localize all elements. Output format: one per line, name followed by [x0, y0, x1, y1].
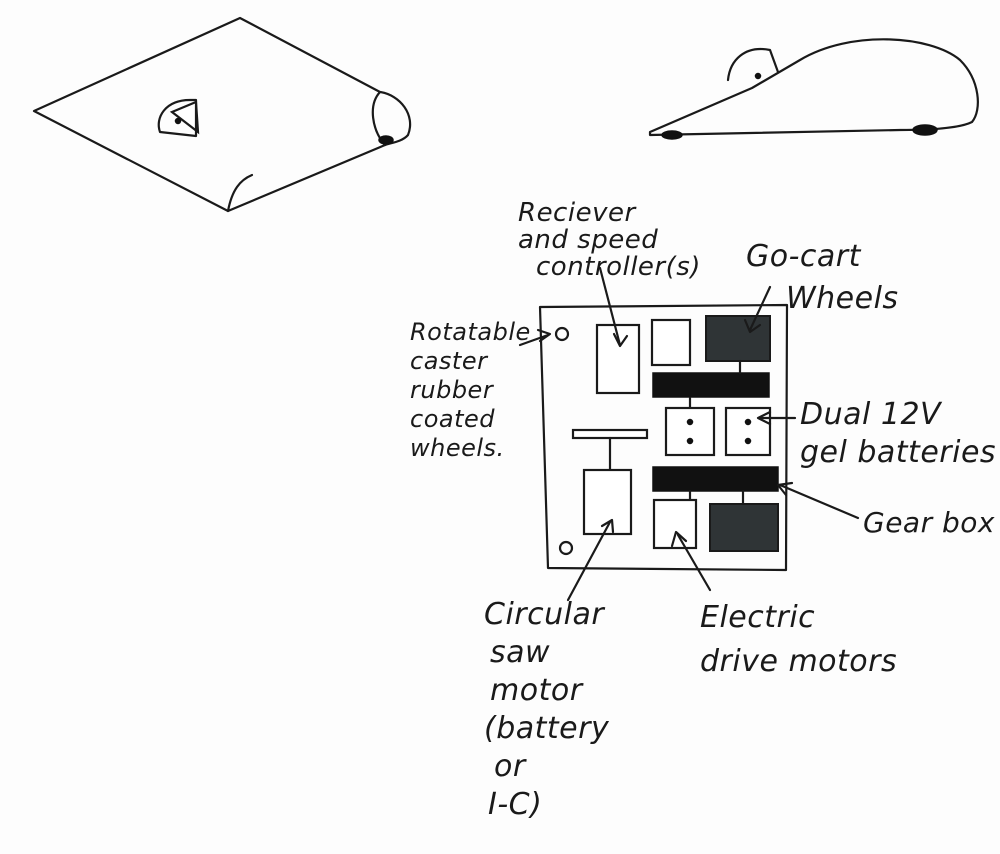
- label-receiver-line3: controller(s): [536, 252, 701, 282]
- label-go-cart-line1: Go-cart: [746, 239, 861, 274]
- label-circular-saw: Circular saw motor (battery or I-C): [484, 596, 609, 824]
- label-circular-saw-line5: or: [494, 749, 526, 784]
- label-electric-motors-line1: Electric: [700, 600, 816, 635]
- battery-left: [664, 406, 716, 457]
- label-electric-motors-line2: drive motors: [700, 644, 898, 679]
- caster-wheel-top: [554, 326, 570, 342]
- label-rotatable: Rotatable caster rubber coated wheels.: [410, 318, 531, 463]
- caster-wheel-bottom: [558, 540, 574, 556]
- label-go-cart-line2: Wheels: [786, 281, 899, 316]
- label-electric-motors: Electric drive motors: [700, 596, 897, 684]
- label-dual-batteries-line2: gel batteries: [800, 435, 997, 470]
- saw-blade: [571, 428, 649, 440]
- label-rotatable-line1: Rotatable: [410, 318, 531, 346]
- chassis-plan: [538, 303, 789, 572]
- speed-controller-box: [650, 318, 692, 367]
- gear-box-top: [652, 372, 770, 398]
- label-receiver-line2: and speed: [518, 225, 659, 255]
- gear-box-bottom: [652, 466, 779, 492]
- go-cart-wheel-bottom: [709, 503, 779, 552]
- label-circular-saw-line6: I-C): [488, 787, 543, 822]
- label-rotatable-line4: coated: [410, 405, 495, 433]
- label-rotatable-line2: caster: [410, 347, 488, 375]
- go-cart-wheel-top: [705, 315, 771, 362]
- label-rotatable-line5: wheels.: [410, 434, 505, 462]
- label-gear-box: Gear box: [863, 506, 995, 539]
- robot-side-view: [648, 38, 979, 140]
- label-receiver: Reciever and speed controller(s): [518, 200, 701, 281]
- label-receiver-line1: Reciever: [518, 198, 636, 228]
- robot-shell-perspective: [32, 16, 412, 213]
- leader-lines: [518, 266, 860, 602]
- label-circular-saw-line2: saw: [490, 635, 551, 670]
- label-circular-saw-line1: Circular: [484, 597, 605, 632]
- label-dual-batteries-line1: Dual 12V: [800, 397, 942, 432]
- label-circular-saw-line3: motor: [490, 673, 583, 708]
- label-go-cart: Go-cart Wheels: [746, 236, 899, 320]
- label-dual-batteries: Dual 12V gel batteries: [800, 396, 996, 472]
- label-rotatable-line3: rubber: [410, 376, 494, 404]
- drive-motor-box: [652, 498, 698, 550]
- label-circular-saw-line4: (battery: [484, 711, 610, 746]
